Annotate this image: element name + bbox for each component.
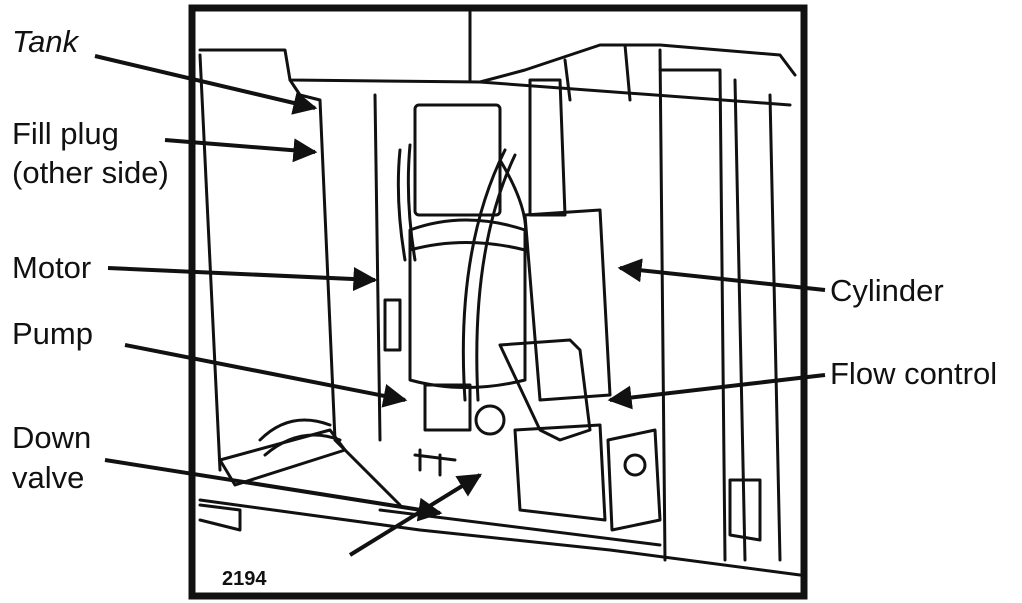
cylinder-body <box>530 80 565 215</box>
floor-line <box>200 500 800 575</box>
fill-plug-label: Fill plug <box>12 116 119 152</box>
tank-left-wall <box>290 80 345 450</box>
flow-control-arrow <box>610 375 825 400</box>
down-valve-sublabel: valve <box>12 460 84 496</box>
figure-number: 2194 <box>222 568 267 591</box>
pump-arrow <box>125 345 405 400</box>
tank-arrow <box>95 56 315 108</box>
tank-label: Tank <box>12 24 78 60</box>
flow-control-label: Flow control <box>830 356 997 392</box>
down-valve-arrow-2 <box>350 475 480 555</box>
down-valve-label: Down <box>12 420 91 456</box>
fill-plug-sublabel: (other side) <box>12 155 169 191</box>
fill-plug-arrow <box>165 140 315 152</box>
cylinder-label: Cylinder <box>830 273 944 309</box>
motor-arrow <box>108 268 375 280</box>
down-valve-arrow-1 <box>105 460 440 513</box>
tank-rim <box>200 45 795 82</box>
right-column <box>660 50 725 560</box>
frame-border <box>192 8 804 596</box>
motor-body <box>415 105 500 215</box>
hose <box>398 145 415 260</box>
motor-label: Motor <box>12 250 91 286</box>
junction-box <box>220 430 345 485</box>
pump-label: Pump <box>12 316 93 352</box>
